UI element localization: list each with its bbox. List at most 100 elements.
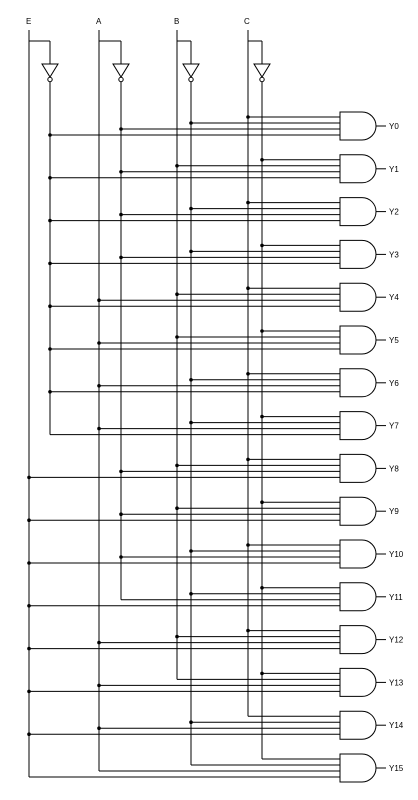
junction-dot bbox=[119, 512, 123, 516]
junction-dot bbox=[175, 164, 179, 168]
output-label-y8: Y8 bbox=[389, 464, 399, 473]
junction-dot bbox=[97, 298, 101, 303]
output-label-y5: Y5 bbox=[389, 336, 399, 345]
junction-dot bbox=[246, 115, 250, 119]
output-label-y11: Y11 bbox=[389, 593, 403, 602]
junction-dot bbox=[27, 475, 31, 480]
junction-dot bbox=[175, 634, 179, 639]
and-gate-y9 bbox=[339, 496, 377, 526]
output-label-y12: Y12 bbox=[389, 636, 404, 645]
output-label-y0: Y0 bbox=[389, 122, 399, 131]
output-label-y13: Y13 bbox=[389, 678, 404, 687]
junction-dot bbox=[119, 170, 123, 174]
and-gate-y2 bbox=[339, 197, 377, 227]
junction-dot bbox=[246, 200, 250, 205]
junction-dot bbox=[119, 212, 123, 217]
junction-dot bbox=[97, 341, 101, 345]
junction-dot bbox=[119, 127, 123, 131]
junction-dot bbox=[175, 335, 179, 339]
inverter-triangle bbox=[112, 63, 130, 78]
inverter-bubble bbox=[118, 76, 124, 83]
and-gate-y5 bbox=[339, 325, 377, 355]
output-label-y10: Y10 bbox=[389, 550, 404, 559]
junction-dot bbox=[97, 384, 101, 388]
junction-dot bbox=[260, 243, 264, 248]
junction-dot bbox=[189, 720, 193, 724]
gate-input-wires bbox=[29, 116, 340, 778]
junction-dot bbox=[246, 286, 250, 291]
junction-dot bbox=[27, 604, 31, 608]
junction-dot bbox=[48, 390, 52, 394]
junction-dot bbox=[189, 378, 193, 382]
and-gate-y10 bbox=[339, 539, 377, 569]
and-gate-y8 bbox=[339, 453, 377, 483]
input-bus-lines bbox=[28, 30, 263, 777]
junction-dot bbox=[97, 426, 101, 431]
junction-dot bbox=[246, 628, 250, 633]
output-label-y7: Y7 bbox=[389, 422, 399, 431]
junction-dot bbox=[246, 457, 250, 462]
junction-dot bbox=[260, 500, 264, 505]
junction-dot bbox=[189, 549, 193, 553]
output-label-y4: Y4 bbox=[389, 293, 399, 302]
junction-dot bbox=[246, 372, 250, 376]
and-gate-y1 bbox=[339, 154, 377, 184]
input-label-e: E bbox=[26, 17, 31, 26]
and-gates bbox=[339, 111, 386, 783]
and-gate-y7 bbox=[339, 411, 377, 441]
junction-dot bbox=[97, 640, 101, 645]
input-label-c: C bbox=[244, 17, 250, 26]
junction-dots bbox=[27, 115, 264, 736]
output-label-y15: Y15 bbox=[389, 764, 404, 773]
and-gate-y15 bbox=[339, 753, 377, 783]
junction-dot bbox=[119, 255, 123, 260]
and-gate-y4 bbox=[339, 282, 377, 312]
junction-dot bbox=[27, 732, 31, 736]
junction-dot bbox=[27, 561, 31, 565]
inverter-bubble bbox=[259, 76, 265, 83]
junction-dot bbox=[27, 646, 31, 651]
junction-dot bbox=[175, 506, 179, 511]
junction-dot bbox=[48, 176, 52, 180]
junction-dot bbox=[260, 414, 264, 419]
and-gate-y12 bbox=[339, 625, 377, 655]
junction-dot bbox=[27, 689, 31, 694]
inverter-bubble bbox=[188, 76, 194, 83]
junction-dot bbox=[189, 249, 193, 254]
junction-dot bbox=[260, 586, 264, 590]
junction-dot bbox=[189, 592, 193, 596]
junction-dot bbox=[48, 218, 52, 223]
junction-dot bbox=[175, 292, 179, 297]
junction-dot bbox=[189, 121, 193, 125]
junction-dot bbox=[189, 206, 193, 211]
junction-dot bbox=[27, 518, 31, 522]
inverter-triangle bbox=[253, 63, 271, 78]
junction-dot bbox=[260, 329, 264, 333]
input-label-b: B bbox=[174, 17, 179, 26]
junction-dot bbox=[48, 133, 52, 137]
and-gate-y11 bbox=[339, 582, 377, 612]
output-label-y2: Y2 bbox=[389, 208, 399, 217]
and-gate-y0 bbox=[339, 111, 377, 141]
junction-dot bbox=[48, 347, 52, 351]
and-gate-y6 bbox=[339, 368, 377, 398]
output-label-y9: Y9 bbox=[389, 507, 399, 516]
junction-dot bbox=[48, 304, 52, 309]
junction-dot bbox=[119, 469, 123, 474]
junction-dot bbox=[97, 683, 101, 688]
output-label-y6: Y6 bbox=[389, 379, 399, 388]
inverters bbox=[41, 63, 271, 83]
output-label-y14: Y14 bbox=[389, 721, 404, 730]
inverter-triangle bbox=[182, 63, 200, 78]
inverter-bubble bbox=[47, 76, 53, 83]
junction-dot bbox=[246, 543, 250, 547]
output-label-y1: Y1 bbox=[389, 165, 399, 174]
junction-dot bbox=[260, 671, 264, 676]
output-label-y3: Y3 bbox=[389, 250, 399, 259]
and-gate-y13 bbox=[339, 667, 377, 697]
and-gate-y3 bbox=[339, 239, 377, 269]
junction-dot bbox=[175, 463, 179, 468]
input-label-a: A bbox=[96, 17, 102, 26]
